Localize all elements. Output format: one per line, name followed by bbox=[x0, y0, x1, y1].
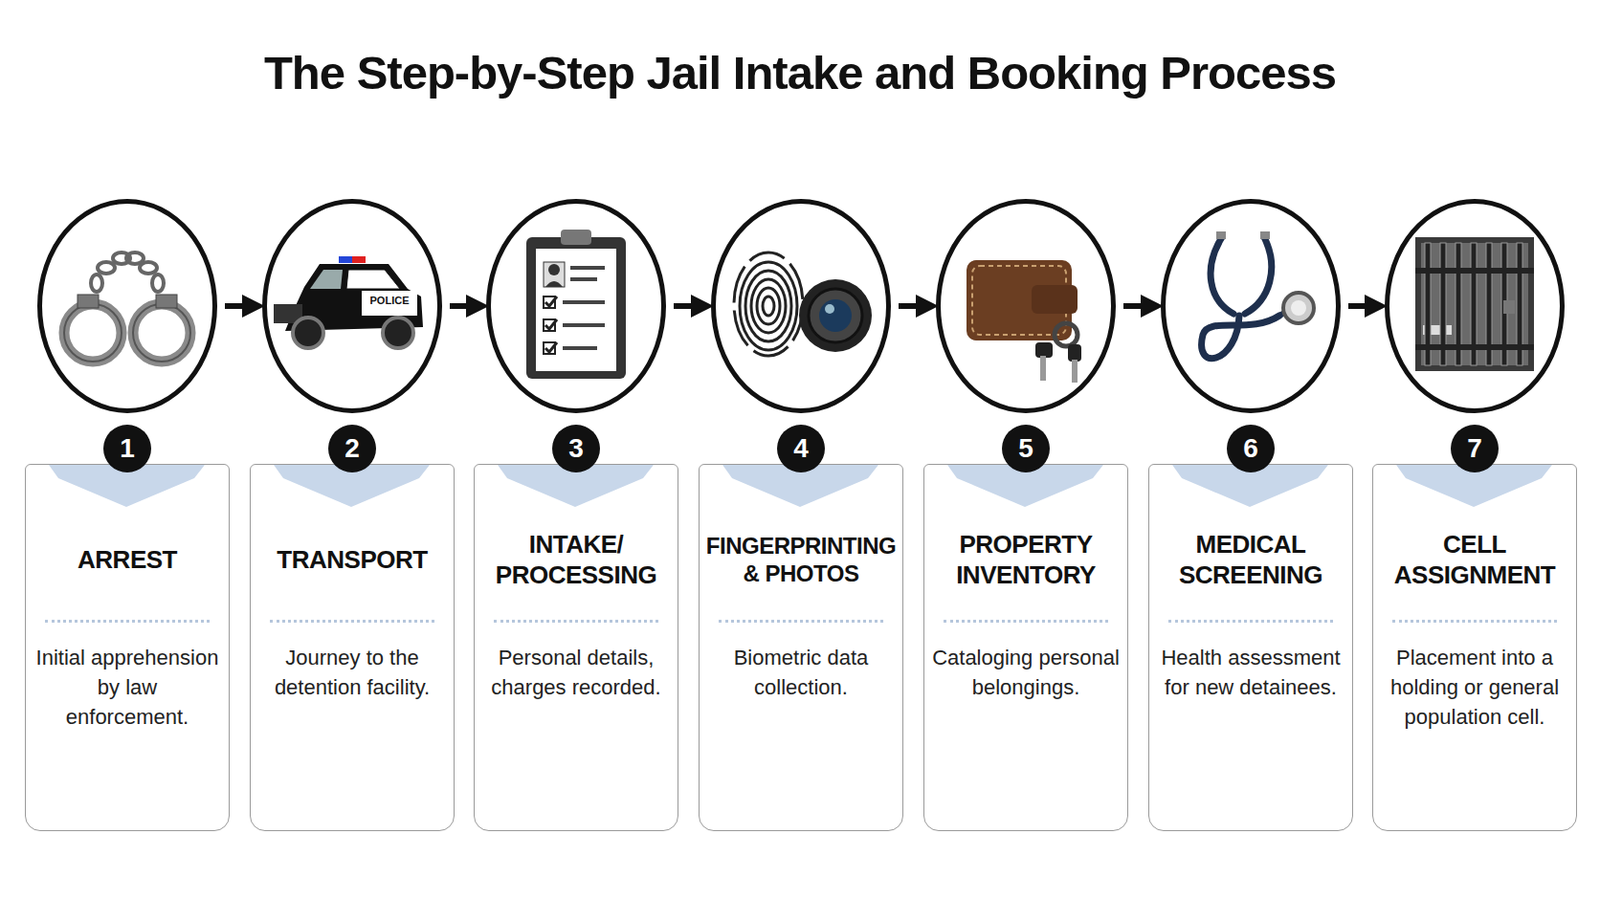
dotted-divider bbox=[1392, 620, 1557, 623]
wallet-keys-icon bbox=[966, 260, 1082, 383]
step-heading-box: ARREST bbox=[31, 520, 223, 600]
step-number: 5 bbox=[1001, 424, 1050, 473]
step-circle: 4 bbox=[711, 199, 891, 414]
fingerprint-camera-icon bbox=[733, 252, 872, 356]
step-description: Journey to the detention facility. bbox=[258, 643, 446, 703]
step-heading-box: CELL ASSIGNMENT bbox=[1378, 520, 1571, 600]
dotted-divider bbox=[943, 620, 1109, 623]
jail-cell-icon bbox=[1415, 237, 1534, 372]
step-heading: TRANSPORT bbox=[276, 544, 427, 576]
step-heading-box: FINGERPRINTING & PHOTOS bbox=[705, 520, 897, 600]
step-description: Initial apprehension by law enforcement. bbox=[33, 643, 222, 733]
flow-arrow bbox=[898, 303, 929, 310]
flow-arrow bbox=[673, 303, 704, 310]
step-circle: 5 bbox=[935, 199, 1116, 414]
dotted-divider bbox=[718, 620, 884, 623]
step-number: 7 bbox=[1450, 424, 1499, 473]
step-heading: MEDICAL SCREENING bbox=[1155, 529, 1347, 591]
step-description: Health assessment for new detainees. bbox=[1156, 643, 1345, 703]
flow-arrow bbox=[1123, 303, 1154, 310]
police-car-icon bbox=[273, 256, 423, 349]
step-circle: 6 bbox=[1160, 199, 1341, 414]
clipboard-icon bbox=[526, 229, 626, 379]
step-circle: 7 bbox=[1384, 199, 1565, 414]
step-card: MEDICAL SCREENING Health assessment for n… bbox=[1148, 464, 1354, 832]
car-door-text: POLICE bbox=[370, 294, 410, 307]
flow-arrow bbox=[224, 303, 255, 310]
step-circle: 3 bbox=[486, 199, 667, 414]
step-heading-box: MEDICAL SCREENING bbox=[1155, 520, 1347, 600]
step-heading: CELL ASSIGNMENT bbox=[1378, 529, 1571, 591]
step-number: 4 bbox=[777, 424, 825, 473]
dotted-divider bbox=[1168, 620, 1334, 623]
flow-arrow bbox=[1348, 303, 1378, 310]
step-number: 2 bbox=[328, 424, 377, 473]
diagram-title: The Step-by-Step Jail Intake and Booking… bbox=[0, 45, 1600, 100]
dotted-divider bbox=[493, 620, 659, 623]
step-card: CELL ASSIGNMENT Placement into a holding … bbox=[1372, 464, 1578, 832]
step-description: Cataloging personal belongings. bbox=[932, 643, 1120, 703]
step-number: 6 bbox=[1226, 424, 1275, 473]
step-card: ARREST Initial apprehension by law enforc… bbox=[24, 464, 230, 832]
step-heading-box: PROPERTY INVENTORY bbox=[930, 520, 1122, 600]
step-heading-box: INTAKE/ PROCESSING bbox=[480, 520, 672, 600]
step-circle: 2 bbox=[262, 199, 443, 414]
flow-arrow bbox=[449, 303, 479, 310]
step-description: Placement into a holding or general popu… bbox=[1380, 643, 1569, 733]
handcuffs-icon bbox=[64, 252, 191, 362]
step-number: 3 bbox=[552, 424, 600, 473]
step-heading: ARREST bbox=[77, 544, 178, 576]
stethoscope-icon bbox=[1201, 231, 1314, 359]
step-circle: 1 bbox=[37, 199, 218, 414]
step-heading: PROPERTY INVENTORY bbox=[930, 529, 1122, 591]
step-heading: FINGERPRINTING & PHOTOS bbox=[705, 532, 897, 589]
step-description: Biometric data collection. bbox=[707, 643, 895, 703]
step-card: FINGERPRINTING & PHOTOS Biometric data co… bbox=[698, 464, 904, 832]
step-card: TRANSPORT Journey to the detention facili… bbox=[249, 464, 455, 832]
step-heading: INTAKE/ PROCESSING bbox=[480, 529, 672, 591]
dotted-divider bbox=[44, 620, 210, 623]
step-number: 1 bbox=[103, 424, 152, 473]
step-heading-box: TRANSPORT bbox=[256, 520, 448, 600]
step-card: PROPERTY INVENTORY Cataloging personal be… bbox=[923, 464, 1129, 832]
step-card: INTAKE/ PROCESSING Personal details, char… bbox=[473, 464, 679, 832]
dotted-divider bbox=[269, 620, 435, 623]
step-description: Personal details, charges recorded. bbox=[482, 643, 670, 703]
